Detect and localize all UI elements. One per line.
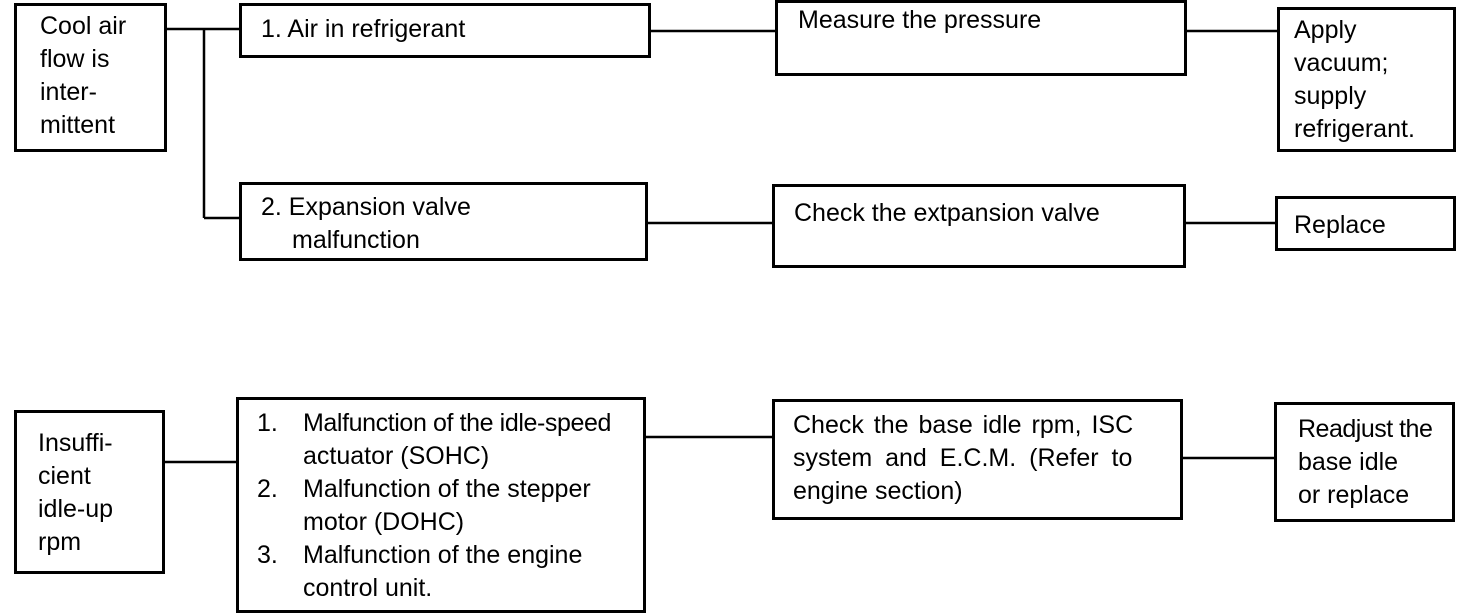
remedy-line: refrigerant.	[1294, 115, 1415, 143]
check-box: Measure the pressure	[775, 0, 1187, 76]
check-box: Check the base idle rpm, ISC system and …	[772, 399, 1183, 520]
remedy-line: or replace	[1298, 481, 1410, 509]
cause-item: 1. Malfunction of the idle-speed actuato…	[257, 407, 611, 473]
cause-item-line: actuator (SOHC)	[303, 442, 490, 470]
symptom-line: Cool air	[40, 12, 127, 40]
cause-line: 2. Expansion valve	[261, 193, 471, 221]
cause-item-line: Malfunction of the engine	[303, 541, 583, 569]
check-line: Check the extpansion valve	[794, 199, 1100, 227]
cause-item-number: 3.	[257, 541, 278, 569]
check-line: engine section)	[793, 477, 963, 505]
cause-box: 2. Expansion valve malfunction	[239, 182, 648, 261]
cause-item-line: Malfunction of the stepper	[303, 475, 591, 503]
remedy-box: Replace	[1275, 196, 1456, 251]
check-box: Check the extpansion valve	[772, 184, 1186, 268]
check-line: Measure the pressure	[798, 6, 1042, 34]
cause-line: malfunction	[292, 226, 420, 254]
cause-item-number: 2.	[257, 475, 278, 503]
cause-item: 3. Malfunction of the engine control uni…	[257, 539, 611, 605]
symptom-box: Cool air flow is inter- mittent	[14, 3, 167, 152]
symptom-box: Insuffi- cient idle-up rpm	[14, 410, 165, 574]
cause-item: 2. Malfunction of the stepper motor (DOH…	[257, 473, 611, 539]
cause-line: 1. Air in refrigerant	[261, 15, 466, 43]
remedy-box: Readjust the base idle or replace	[1274, 402, 1455, 522]
remedy-line: Readjust the	[1298, 415, 1433, 443]
cause-box: 1. Air in refrigerant	[239, 3, 651, 58]
cause-item-line: Malfunction of the idle-speed	[303, 409, 612, 437]
cause-item-line: motor (DOHC)	[303, 508, 465, 536]
remedy-line: Replace	[1294, 211, 1386, 239]
check-line: Check the base idle rpm, ISC	[793, 411, 1134, 439]
cause-item-line: control unit.	[303, 574, 433, 602]
symptom-line: flow is	[40, 45, 110, 73]
symptom-line: inter-	[40, 78, 97, 106]
symptom-line: mittent	[40, 111, 116, 139]
cause-list-box: 1. Malfunction of the idle-speed actuato…	[236, 397, 646, 613]
remedy-box: Apply vacuum; supply refrigerant.	[1277, 7, 1456, 152]
remedy-line: supply	[1294, 82, 1367, 110]
cause-item-number: 1.	[257, 409, 278, 437]
check-line: system and E.C.M. (Refer to	[793, 444, 1133, 472]
remedy-line: Apply	[1294, 16, 1357, 44]
symptom-line: Insuffi-	[38, 429, 113, 457]
remedy-line: vacuum;	[1294, 49, 1389, 77]
remedy-line: base idle	[1298, 448, 1399, 476]
symptom-line: idle-up	[38, 495, 114, 523]
symptom-line: cient	[38, 462, 91, 490]
symptom-line: rpm	[38, 528, 82, 556]
